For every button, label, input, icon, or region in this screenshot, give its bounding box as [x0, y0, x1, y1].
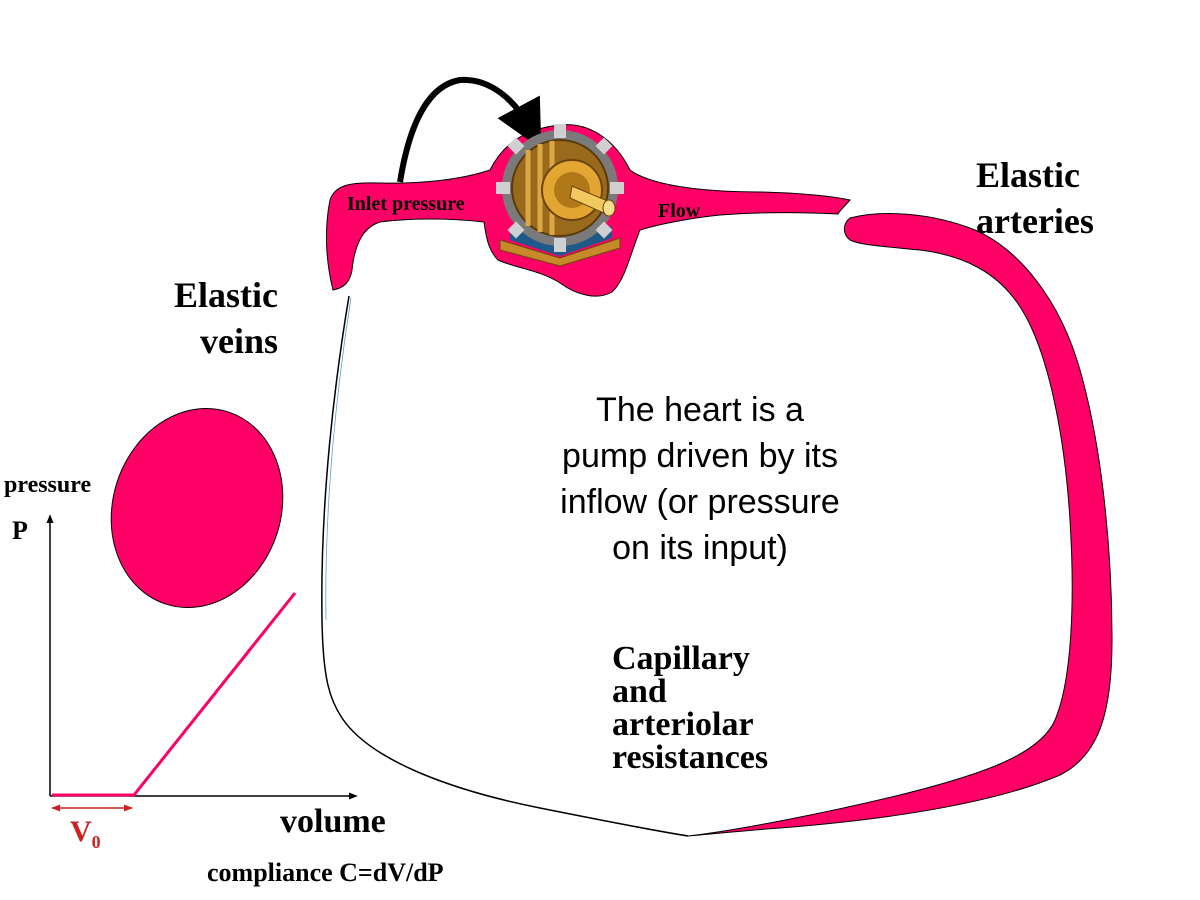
capillary-line-3: arteriolar	[612, 706, 754, 743]
vein-reservoir	[110, 407, 284, 609]
heart-description-line-4: on its input)	[612, 529, 788, 567]
v0-subscript: 0	[91, 832, 101, 852]
heart-description: The heart is a pump driven by its inflow…	[500, 387, 900, 571]
elastic-veins-line-2: veins	[199, 321, 278, 361]
vein-line	[321, 295, 689, 837]
v0-main: V	[70, 815, 92, 848]
p-axis-label: P	[12, 516, 28, 545]
motor-pump-icon	[496, 124, 624, 267]
elastic-arteries-line-1: Elastic	[976, 155, 1080, 195]
heart-description-line-2: pump driven by its	[562, 437, 838, 475]
compliance-label: compliance C=dV/dP	[207, 858, 444, 887]
pressure-label: pressure	[4, 472, 92, 498]
artery-tube	[687, 213, 1113, 837]
curved-arrow	[397, 76, 542, 183]
v0-label: V0	[70, 815, 101, 853]
capillary-line-2: and	[612, 673, 667, 710]
elastic-arteries-label: Elastic arteries	[976, 152, 1094, 244]
inlet-pressure-label: Inlet pressure	[347, 193, 465, 215]
elastic-veins-line-1: Elastic	[174, 275, 278, 315]
capillary-line-1: Capillary	[612, 640, 750, 677]
compliance-curve	[52, 592, 297, 797]
flow-label: Flow	[658, 200, 701, 222]
elastic-arteries-line-2: arteries	[976, 201, 1094, 241]
capillary-resistances-label: Capillary and arteriolar resistances	[612, 640, 769, 776]
capillary-line-4: resistances	[612, 739, 769, 776]
elastic-veins-label: Elastic veins	[140, 272, 278, 364]
volume-label: volume	[280, 803, 386, 840]
heart-description-line-3: inflow (or pressure	[560, 483, 840, 521]
heart-description-line-1: The heart is a	[596, 391, 804, 429]
